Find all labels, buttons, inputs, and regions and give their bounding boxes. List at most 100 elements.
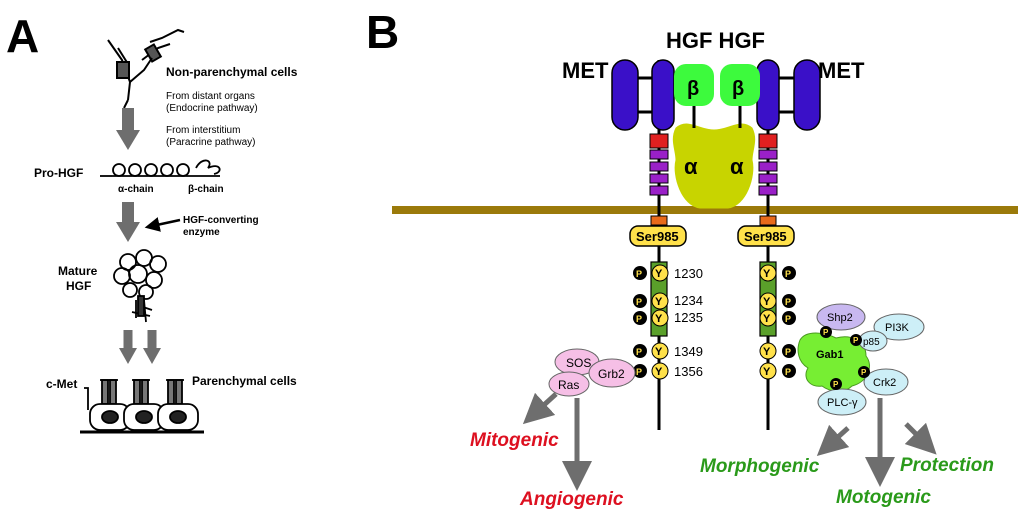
met-left-receptor xyxy=(611,59,675,196)
met-right-receptor xyxy=(756,59,821,196)
ser985-right-label: Ser985 xyxy=(744,229,787,244)
pY1356-left: P Y xyxy=(633,362,669,380)
sos-label: SOS xyxy=(566,356,591,370)
non-parenchymal-label: Non-parenchymal cells xyxy=(166,65,298,79)
p85-label: p85 xyxy=(863,337,880,348)
right-phosphotyrosines: Y P Y P Y P Y P Y P xyxy=(759,264,796,380)
panel-a: A Non-parenchymal cells From distant org… xyxy=(6,10,298,434)
pY1349-right: Y P xyxy=(759,342,796,360)
svg-text:P: P xyxy=(636,347,642,357)
pro-hgf-label: Pro-HGF xyxy=(34,166,83,180)
gab1-phosphates: P P P P xyxy=(820,326,870,390)
svg-text:Y: Y xyxy=(655,313,663,325)
hgf-ligand-dimer: β β α α xyxy=(672,64,760,209)
plc-gamma-node xyxy=(817,388,867,416)
panel-b-letter: B xyxy=(366,6,399,58)
met-left-outer-lobe xyxy=(611,59,639,131)
svg-text:P: P xyxy=(833,380,839,389)
mature-hgf-drawing xyxy=(113,249,167,323)
svg-text:Y: Y xyxy=(655,296,663,308)
pY1230-left: P Y xyxy=(633,264,669,282)
binding-arrowhead-right xyxy=(143,348,161,364)
enzyme-arrow xyxy=(144,217,181,232)
jm-band-left xyxy=(650,215,668,226)
svg-text:P: P xyxy=(823,328,829,337)
pi3k-label: PI3K xyxy=(885,322,910,334)
svg-text:P: P xyxy=(785,347,791,357)
ras-pathway-adaptors: SOS Ras Grb2 xyxy=(548,348,636,397)
ser985-left-label: Ser985 xyxy=(636,229,679,244)
mitogenic-label: Mitogenic xyxy=(470,430,559,451)
gab1-docking-complex: Gab1 Shp2 PI3K p85 Crk2 PLC-γ P P P P xyxy=(797,303,925,416)
conversion-arrowhead xyxy=(116,222,140,242)
svg-text:Y: Y xyxy=(655,366,663,378)
site-1230: 1230 xyxy=(674,266,703,281)
ras-label: Ras xyxy=(558,378,579,392)
beta-right-label: β xyxy=(732,78,744,100)
svg-text:Y: Y xyxy=(763,313,771,325)
met-left-red-band xyxy=(649,133,669,149)
grb2-label: Grb2 xyxy=(598,367,625,381)
mature-line1: Mature xyxy=(58,264,98,278)
crk2-node xyxy=(863,368,909,396)
pY1230-right: Y P xyxy=(759,264,796,282)
parenchymal-cells-drawing xyxy=(80,379,204,434)
met-left-label: MET xyxy=(562,58,609,83)
alpha-right-label: α xyxy=(730,154,744,179)
svg-text:P: P xyxy=(636,297,642,307)
protection-arrow xyxy=(904,422,937,455)
svg-text:P: P xyxy=(853,336,859,345)
secretion-arrowhead xyxy=(116,130,140,150)
gab1-node xyxy=(797,332,870,392)
svg-text:Y: Y xyxy=(763,268,771,280)
svg-text:P: P xyxy=(785,314,791,324)
pY1234-left: P Y xyxy=(633,292,669,310)
met-left-inner-lobe xyxy=(651,59,675,131)
jm-band-right xyxy=(759,215,777,226)
met-right-inner-lobe xyxy=(756,59,780,131)
met-right-label: MET xyxy=(818,58,865,83)
beta-left-label: β xyxy=(687,78,699,100)
morphogenic-arrow xyxy=(816,424,850,457)
pY1235-right: Y P xyxy=(759,309,796,327)
beta-chain-label: β-chain xyxy=(188,184,224,195)
cell-membrane xyxy=(392,206,1018,214)
hgf-alpha-chains xyxy=(672,123,756,209)
panel-b: B HGF HGF MET MET xyxy=(366,6,1018,510)
pY1349-left: P Y xyxy=(633,342,669,360)
parenchymal-label: Parenchymal cells xyxy=(192,374,297,388)
motogenic-label: Motogenic xyxy=(836,487,931,508)
hgf-title: HGF HGF xyxy=(666,28,765,53)
hgf-beta-right xyxy=(720,64,760,106)
svg-text:P: P xyxy=(785,367,791,377)
svg-text:P: P xyxy=(636,269,642,279)
protection-label: Protection xyxy=(900,455,994,476)
mature-line2: HGF xyxy=(66,279,91,293)
c-met-label: c-Met xyxy=(46,377,77,391)
distant-organs-line2: (Endocrine pathway) xyxy=(166,103,258,114)
site-1235: 1235 xyxy=(674,310,703,325)
left-phosphotyrosines: P Y P Y P Y P Y P Y xyxy=(633,264,669,380)
svg-text:P: P xyxy=(785,269,791,279)
mitogenic-arrow xyxy=(522,392,558,425)
svg-text:Y: Y xyxy=(763,346,771,358)
grb2-node xyxy=(588,358,636,388)
enzyme-line1: HGF-converting xyxy=(183,215,259,226)
distant-organs-line1: From distant organs xyxy=(166,91,255,102)
plc-gamma-label: PLC-γ xyxy=(827,397,858,409)
svg-text:P: P xyxy=(636,314,642,324)
morphogenic-label: Morphogenic xyxy=(700,456,820,477)
binding-arrowhead-left xyxy=(119,348,137,364)
svg-text:Y: Y xyxy=(763,366,771,378)
svg-text:P: P xyxy=(785,297,791,307)
pY1356-right: Y P xyxy=(759,362,796,380)
pi3k-node xyxy=(873,313,925,341)
site-1234: 1234 xyxy=(674,293,703,308)
svg-text:P: P xyxy=(861,368,867,377)
crk2-label: Crk2 xyxy=(873,377,896,389)
ser985-right-box xyxy=(737,225,795,247)
enzyme-line2: enzyme xyxy=(183,227,220,238)
svg-text:Y: Y xyxy=(763,296,771,308)
svg-text:Y: Y xyxy=(655,346,663,358)
alpha-chain-label: α-chain xyxy=(118,184,154,195)
